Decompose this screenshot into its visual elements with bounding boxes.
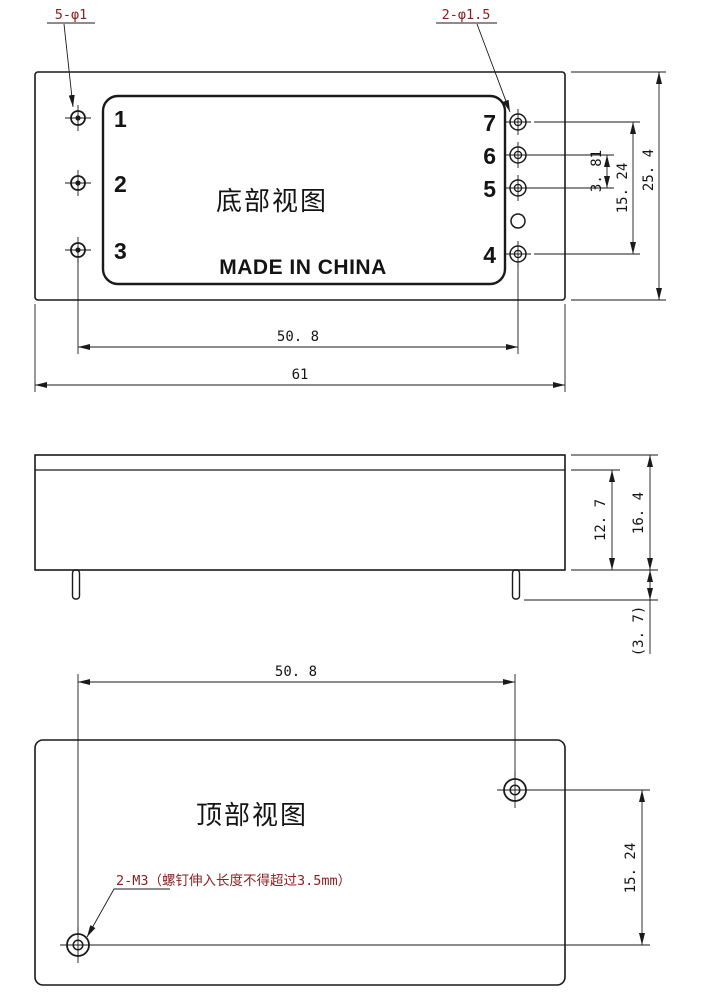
made-in-china-label: MADE IN CHINA <box>219 256 387 279</box>
pin-label-1: 1 <box>114 106 127 132</box>
left-lead <box>71 569 81 600</box>
dim-label-pin-columns: 50. 8 <box>277 329 319 345</box>
callout-mount-holes: 2-φ1.5 <box>436 7 511 113</box>
dim-label-hole-span: 50. 8 <box>275 664 317 680</box>
leader-line <box>86 888 170 938</box>
callout-screw-note-label: 2-M3（螺钉伸入长度不得超过3.5mm） <box>116 872 351 889</box>
top-view: 50. 8 顶部视图 2-M3（螺钉伸入长度不得超过3.5mm） 15. 24 <box>34 664 650 986</box>
mount-hole-top-right <box>497 772 533 808</box>
pin-label-5: 5 <box>483 176 496 202</box>
pin-6-symbol <box>505 142 531 168</box>
pin-5-symbol <box>505 175 531 201</box>
dim-body-width: 61 <box>34 304 566 392</box>
pin-label-7: 7 <box>483 110 496 136</box>
dim-label-total-height: 16. 4 <box>631 492 647 534</box>
pin-label-2: 2 <box>114 171 127 197</box>
dim-label-body-width: 61 <box>292 367 309 383</box>
unplated-hole <box>510 213 526 229</box>
dim-pin-pitch: 3. 81 <box>530 150 614 192</box>
side-view-body-outline <box>34 454 566 571</box>
mount-hole-bottom-left <box>60 927 96 963</box>
dim-label-lead-length: (3. 7) <box>631 606 647 657</box>
dim-body-height: 25. 4 <box>571 71 666 301</box>
top-view-body-outline <box>34 739 566 986</box>
pin-label-6: 6 <box>483 143 496 169</box>
callout-pin-holes: 5-φ1 <box>47 7 95 108</box>
right-lead <box>511 569 521 600</box>
dim-label-pin-pitch: 3. 81 <box>589 150 605 192</box>
dim-hole-span: 50. 8 <box>77 664 516 933</box>
callout-screw-note: 2-M3（螺钉伸入长度不得超过3.5mm） <box>86 872 351 938</box>
dim-label-pin-span: 15. 24 <box>615 163 631 214</box>
pin-3-symbol <box>65 237 91 263</box>
leader-line <box>476 23 511 113</box>
dim-total-height: 16. 4 <box>571 454 658 570</box>
bottom-view-body-outline <box>101 94 507 286</box>
callout-pin-holes-label: 5-φ1 <box>55 7 88 23</box>
dim-pin-columns: 50. 8 <box>77 259 519 354</box>
dim-case-height: 12. 7 <box>571 469 658 571</box>
side-view: 12. 7 16. 4 (3. 7) <box>34 454 658 656</box>
dim-label-case-height: 12. 7 <box>593 499 609 541</box>
pin-1-symbol <box>65 105 91 131</box>
bottom-view-flange-outline <box>34 71 566 301</box>
pin-4-symbol <box>505 241 531 267</box>
pin-2-symbol <box>65 170 91 196</box>
pin-7-symbol <box>505 109 531 135</box>
pin-label-4: 4 <box>483 242 496 268</box>
bottom-view-title: 底部视图 <box>216 186 328 216</box>
top-view-title: 顶部视图 <box>196 800 308 830</box>
pin-label-3: 3 <box>114 238 127 264</box>
dim-label-body-height: 25. 4 <box>641 149 657 191</box>
dim-hole-offset: 15. 24 <box>96 789 650 946</box>
callout-mount-holes-label: 2-φ1.5 <box>442 7 491 23</box>
dim-lead-length: (3. 7) <box>524 570 658 656</box>
leader-line <box>63 23 75 108</box>
dim-pin-span: 15. 24 <box>534 121 640 255</box>
dim-label-hole-offset: 15. 24 <box>623 843 639 894</box>
bottom-view: 1 2 3 7 6 5 4 底部视图 MADE IN CHINA 5-φ1 2-… <box>34 7 666 392</box>
